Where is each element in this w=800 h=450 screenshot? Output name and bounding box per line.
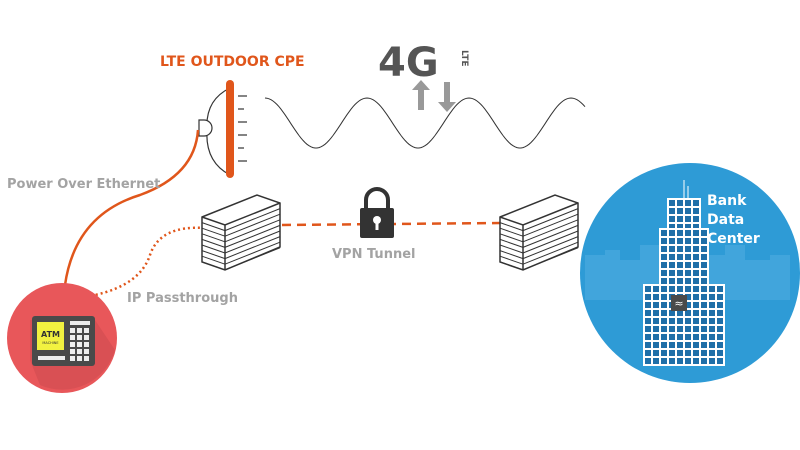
download-arrow-icon [438,82,456,112]
poe-cable [63,129,200,286]
4g-lte-logo: 4G LTE [378,40,469,112]
firewall-icon-left [201,194,281,271]
atm-screen-subtext: MACHINE [42,341,58,345]
radio-wave [264,97,586,149]
lock-icon [360,187,394,238]
lte-antenna-icon [198,80,247,178]
atm-screen-text: ATM [41,330,60,339]
atm-node: ATM MACHINE [7,283,117,393]
bank-label-line3: Center [707,231,760,247]
bank-label-line1: Bank [707,193,747,209]
ip-passthrough-label: IP Passthrough [127,291,238,306]
cpe-title: LTE OUTDOOR CPE [160,54,305,70]
upload-arrow-icon [412,80,430,110]
bank-label-line2: Data [707,212,744,228]
logo-4g: 4G [378,40,439,86]
vpn-tunnel-label: VPN Tunnel [332,247,415,262]
bank-data-center-node: ≈ Bank Data Center [580,163,800,383]
logo-lte: LTE [459,50,469,67]
ip-passthrough-link [94,226,206,297]
poe-label: Power Over Ethernet [7,177,160,192]
skyscraper-icon: ≈ [643,180,725,366]
svg-text:≈: ≈ [674,297,683,310]
firewall-icon-right [499,194,579,271]
